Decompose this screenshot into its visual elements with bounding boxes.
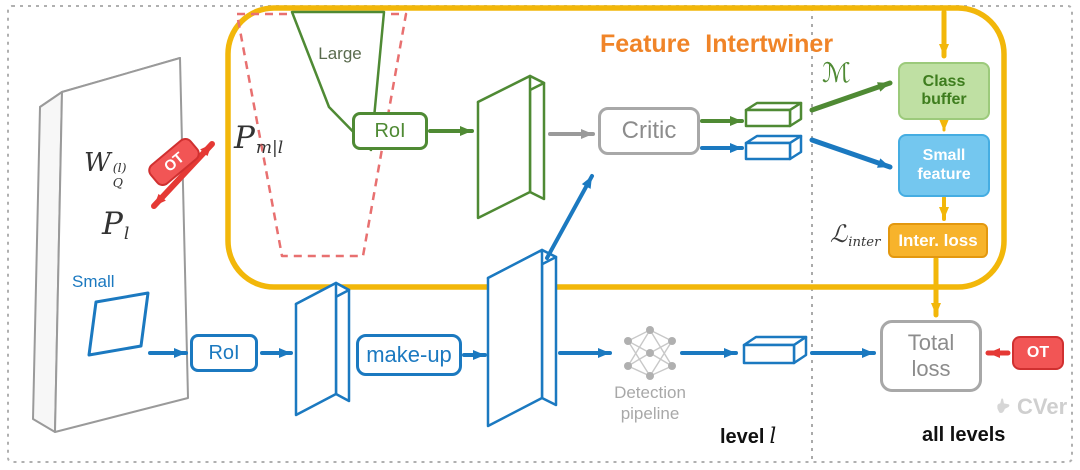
wq-base: W — [84, 148, 111, 178]
arrow-ot-double — [151, 141, 215, 209]
roi-box-top: RoI — [352, 112, 428, 150]
small-feature-slab — [294, 281, 351, 417]
critic-large-output-box — [744, 101, 803, 128]
made-up-feature-slab — [486, 248, 558, 428]
wq-label: W(l)Q — [84, 148, 126, 191]
pl-sub: l — [123, 224, 130, 245]
large-label: Large — [318, 44, 362, 63]
feature-intertwiner-title: Feature Intertwiner — [600, 30, 834, 58]
all-levels-label: all levels — [922, 424, 1006, 446]
small-feature-box: Small feature — [898, 134, 990, 197]
pl-label: Pl — [102, 206, 129, 244]
total-loss-box: Total loss — [880, 320, 982, 392]
class-buffer-box: Class buffer — [898, 62, 990, 120]
level-variable: l — [769, 424, 777, 448]
pml-base: P — [234, 120, 255, 156]
wq-sup: (l) — [112, 159, 127, 175]
level-prefix: level — [720, 426, 765, 448]
network-icon — [624, 326, 676, 380]
inter-base: ℒ — [830, 220, 848, 248]
small-object-box — [87, 291, 150, 357]
arrow-to-class-buffer — [809, 80, 893, 113]
intertwiner-region-border — [225, 5, 1007, 290]
small-label: Small — [72, 272, 115, 291]
inter-sub: inter — [848, 234, 881, 250]
plane-front-face — [54, 57, 189, 433]
critic-small-output-box — [744, 134, 803, 161]
inter-loss-symbol: ℒinter — [830, 220, 880, 250]
critic-box: Critic — [598, 107, 700, 155]
pml-sub: m|l — [255, 138, 284, 159]
memory-label: ℳ — [822, 58, 851, 89]
ot-badge-right: OT — [1012, 336, 1064, 370]
detection-pipeline-label: Detection pipeline — [614, 383, 686, 424]
pml-label: Pm|l — [234, 120, 283, 158]
arrow-to-small-feature — [809, 137, 893, 170]
roi-box-bottom: RoI — [190, 334, 258, 372]
feature-map-plane — [32, 57, 189, 433]
cver-logo-icon — [997, 398, 1010, 413]
large-feature-slab — [476, 74, 546, 220]
inter-loss-box: Inter. loss — [888, 223, 988, 258]
detection-output-box — [742, 335, 808, 365]
watermark-text: CVer — [1017, 394, 1068, 419]
wq-sub: Q — [112, 174, 123, 190]
pl-base: P — [102, 206, 123, 242]
arrow-slab-to-critic — [545, 174, 594, 260]
make-up-box: make-up — [356, 334, 462, 376]
watermark: CVer — [992, 394, 1067, 420]
